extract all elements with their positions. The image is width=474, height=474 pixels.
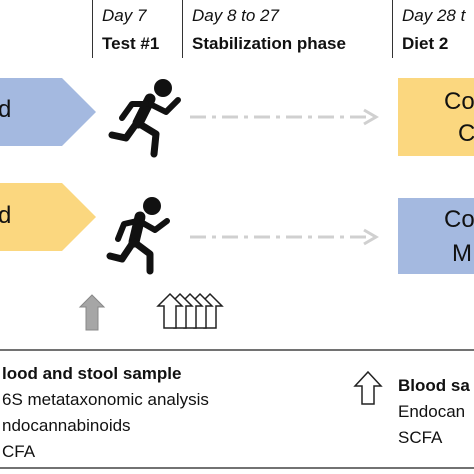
diet2-label: Diet 2 <box>402 34 449 53</box>
legend-right-item: SCFA <box>398 428 443 447</box>
row1-right-box-line2: C <box>458 120 474 147</box>
row1-right-box <box>398 78 474 156</box>
row2-right-box-line2: M <box>452 240 472 267</box>
day8-label: Day 8 to 27 <box>192 6 279 25</box>
timeline-separator <box>92 0 93 58</box>
timeline-separator <box>392 0 393 58</box>
legend-left-item: ndocannabinoids <box>2 416 131 435</box>
stabilization-label: Stabilization phase <box>192 34 346 53</box>
multiple-blood-sample-arrows-icon <box>156 292 224 329</box>
row1-dash-arrow <box>190 108 379 126</box>
legend-left-title: lood and stool sample <box>2 364 182 383</box>
day28-label: Day 28 t <box>402 6 466 25</box>
row2-right-box-line1: Co <box>444 206 474 233</box>
row1-left-box <box>0 78 96 146</box>
gray-sample-arrow-icon <box>78 294 106 331</box>
blood-sample-arrow-icon <box>353 370 383 405</box>
row1-left-box-text: d <box>0 96 12 123</box>
legend-left-item: CFA <box>2 442 36 461</box>
runner-icon <box>108 79 181 158</box>
row2-left-box <box>0 183 96 251</box>
test1-label: Test #1 <box>102 34 160 53</box>
row2-right-box <box>398 198 474 274</box>
legend-right-title: Blood sa <box>398 376 470 395</box>
row2-dash-arrow <box>190 228 379 246</box>
row1-right-box-line1: Co <box>444 88 474 115</box>
legend-left-item: 6S metataxonomic analysis <box>2 390 209 409</box>
row2-left-box-text: d <box>0 202 12 229</box>
timeline-separator <box>182 0 183 58</box>
legend-right-item: Endocan <box>398 402 466 421</box>
runner-icon <box>106 197 170 275</box>
day7-label: Day 7 <box>102 6 147 25</box>
